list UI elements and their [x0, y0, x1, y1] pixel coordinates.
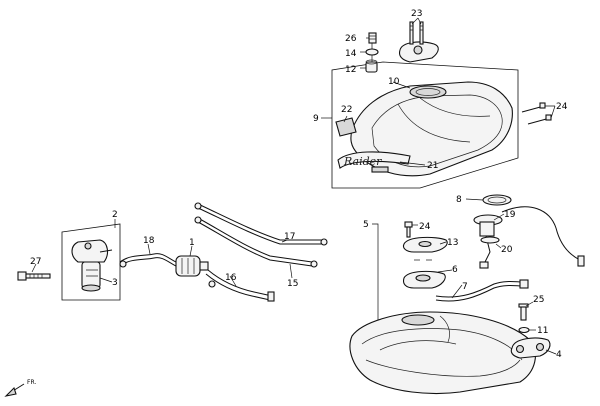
grommet-12: [365, 59, 378, 73]
callout-16: 16: [225, 273, 237, 283]
callout-1: 1: [189, 238, 195, 248]
callout-2: 2: [112, 210, 118, 220]
decal-badge: [371, 166, 389, 173]
screw-24-mid: [404, 221, 413, 238]
bolts-25: [518, 303, 529, 321]
gasket-20: [480, 236, 500, 244]
fuel-filter-1: [175, 255, 216, 288]
callout-5: 5: [363, 220, 369, 230]
hose-15: [197, 217, 313, 263]
callout-4: 4: [556, 350, 562, 360]
filler-opening: [409, 85, 447, 99]
fuel-tank: [349, 311, 536, 394]
callout-11: 11: [537, 326, 548, 336]
fuel-tank-group: [349, 194, 585, 394]
bracket-23: [398, 21, 439, 63]
bracket-4: [510, 337, 551, 359]
fuel-pump-6: [402, 270, 446, 289]
washer-14: [365, 48, 379, 56]
callout-25: 25: [533, 295, 544, 305]
fuel-pump-group: [17, 202, 328, 302]
tank-opening: [401, 314, 435, 326]
cap-screw-26: [368, 32, 377, 44]
callout-14: 14: [345, 49, 357, 59]
emblem-plate: [335, 117, 357, 137]
hose-18: [119, 253, 177, 263]
callout-17: 17: [284, 232, 295, 242]
callout-24-mid: 24: [419, 222, 431, 232]
sender-ring-8: [482, 194, 512, 206]
decal-21: [337, 151, 411, 169]
callout-8: 8: [456, 195, 462, 205]
callout-26: 26: [345, 34, 357, 44]
tank-cover-group: Raider: [321, 17, 556, 189]
cover-inner-contour: [371, 94, 503, 168]
filler-opening-inner: [415, 88, 441, 96]
front-direction-indicator: FR.: [4, 379, 36, 397]
callout-13: 13: [447, 238, 458, 248]
fuel-cock-3: [71, 239, 113, 292]
callout-9: 9: [313, 114, 319, 124]
callout-3: 3: [112, 278, 118, 288]
callout-24-top: 24: [556, 102, 568, 112]
callout-19: 19: [504, 210, 516, 220]
callout-20: 20: [501, 245, 513, 255]
callout-22: 22: [341, 105, 352, 115]
pump-group-frame: [61, 223, 121, 301]
hose-17: [197, 203, 322, 241]
washer-11: [518, 326, 530, 334]
callout-12: 12: [345, 65, 356, 75]
callout-15: 15: [287, 279, 298, 289]
callout-7: 7: [462, 282, 468, 292]
callout-23: 23: [411, 9, 422, 19]
cover-side-panel: [397, 97, 491, 143]
cover-group-frame: [331, 61, 519, 189]
callout-10: 10: [388, 77, 400, 87]
hose-7: [435, 281, 523, 298]
bolt-27: [17, 271, 51, 281]
callout-18: 18: [143, 236, 155, 246]
callout-21: 21: [427, 161, 438, 171]
callout-27: 27: [30, 257, 41, 267]
callout-6: 6: [452, 265, 458, 275]
callout-labels: 26 14 12 23 10 9 22 24 21 2 18 1 17 27 3…: [30, 9, 568, 360]
plate-13: [402, 236, 448, 261]
front-label: FR.: [27, 379, 36, 386]
decal-brand-text: Raider: [343, 155, 382, 168]
hose-16: [207, 269, 273, 297]
